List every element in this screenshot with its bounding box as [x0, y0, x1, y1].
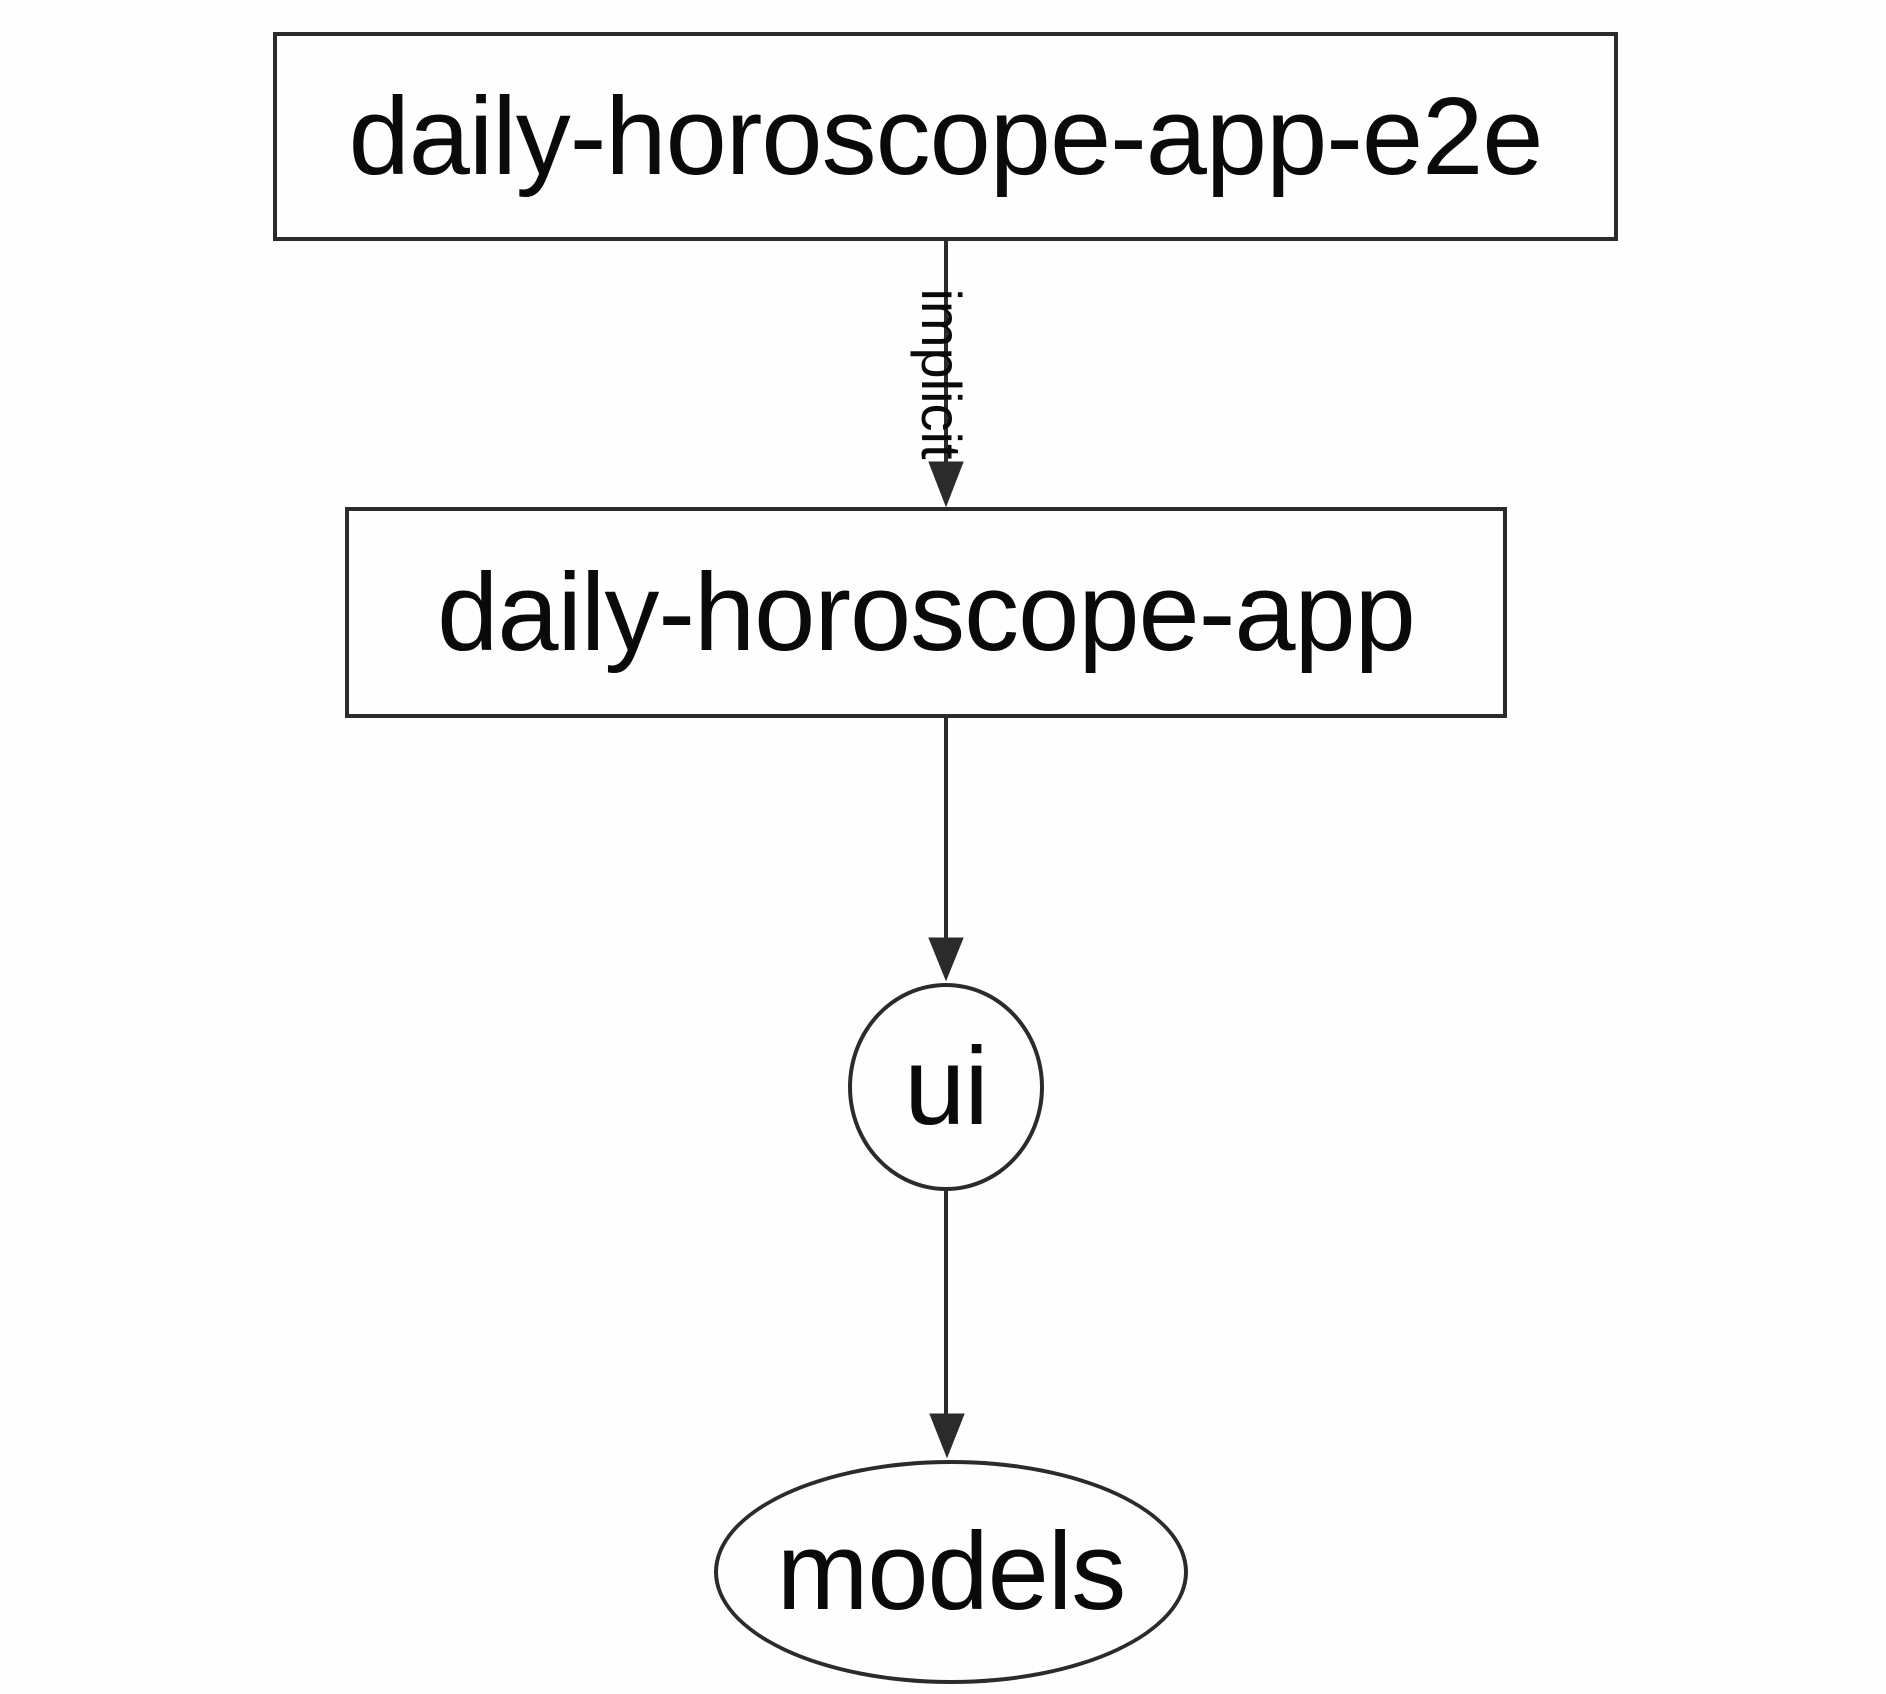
arrowhead-icon: [929, 1413, 965, 1459]
node-models[interactable]: models: [714, 1460, 1188, 1684]
arrowhead-icon: [928, 461, 964, 508]
edge-e2e-to-app: [928, 241, 964, 508]
edge-label-implicit: implicit: [910, 288, 973, 460]
edge-ui-to-models: [929, 1191, 965, 1459]
node-label: daily-horoscope-app-e2e: [348, 74, 1544, 198]
node-daily-horoscope-app[interactable]: daily-horoscope-app: [345, 507, 1507, 718]
node-label: ui: [904, 1025, 989, 1148]
node-label: models: [776, 1510, 1127, 1633]
node-label: daily-horoscope-app: [437, 550, 1416, 674]
edge-app-to-ui: [928, 718, 964, 982]
node-ui[interactable]: ui: [848, 983, 1044, 1191]
arrowhead-icon: [928, 937, 964, 982]
node-daily-horoscope-app-e2e[interactable]: daily-horoscope-app-e2e: [273, 32, 1618, 241]
